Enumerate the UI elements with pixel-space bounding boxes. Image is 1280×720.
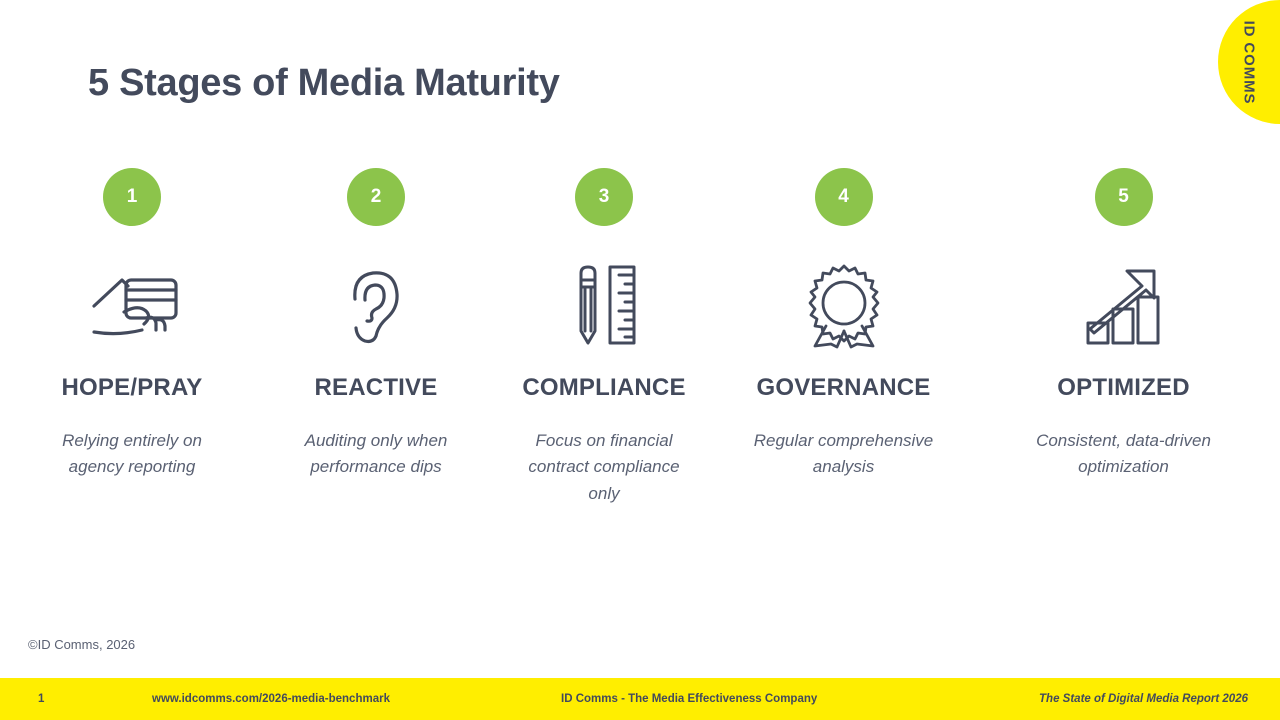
id-comms-logo-badge: ID COMMS bbox=[1218, 0, 1280, 124]
footer-report-title: The State of Digital Media Report 2026 bbox=[1039, 693, 1248, 705]
stage-number-badge-2: 2 bbox=[347, 168, 405, 226]
stage-heading-5: OPTIMIZED bbox=[1057, 374, 1190, 401]
copyright-text: ©ID Comms, 2026 bbox=[28, 637, 136, 652]
stage-column-1: 1 HOPE/PRAY Relying entirely on agency r… bbox=[0, 168, 264, 507]
stage-column-5: 5 OPTIMIZED Consistent, data-driven opti… bbox=[967, 168, 1280, 507]
footer-bar: 1 www.idcomms.com/2026-media-benchmark I… bbox=[0, 678, 1280, 720]
stage-description-2: Auditing only when performance dips bbox=[304, 431, 448, 477]
stage-number-badge-4: 4 bbox=[814, 168, 873, 226]
stage-heading-3: COMPLIANCE bbox=[522, 374, 686, 401]
stage-column-3: 3 COMPLIANCE Focus on financial contr bbox=[488, 168, 720, 507]
logo-text: ID COMMS bbox=[1240, 20, 1258, 104]
stage-column-4: 4 GOVERNANCE Regular comprehensive analy… bbox=[720, 168, 967, 507]
pencil-ruler-icon bbox=[569, 260, 639, 352]
stage-description-5: Consistent, data-driven optimization bbox=[1036, 431, 1211, 477]
page-title: 5 Stages of Media Maturity bbox=[88, 62, 560, 104]
stage-number-4: 4 bbox=[838, 186, 849, 207]
stage-number-badge-1: 1 bbox=[103, 168, 161, 226]
footer-url[interactable]: www.idcomms.com/2026-media-benchmark bbox=[152, 693, 390, 705]
stage-number-3: 3 bbox=[598, 186, 610, 207]
growth-chart-icon bbox=[1084, 260, 1164, 352]
stage-heading-1: HOPE/PRAY bbox=[61, 374, 203, 401]
stage-heading-2: REACTIVE bbox=[314, 374, 438, 401]
ear-icon bbox=[345, 260, 407, 352]
stage-number-badge-3: 3 bbox=[575, 168, 633, 226]
stage-column-2: 2 REACTIVE Auditing only when performanc… bbox=[264, 168, 488, 507]
award-ribbon-icon bbox=[802, 260, 886, 352]
stage-number-2: 2 bbox=[370, 186, 382, 207]
stage-description-1: Relying entirely on agency reporting bbox=[62, 431, 202, 477]
stage-heading-4: GOVERNANCE bbox=[756, 374, 931, 401]
stages-row: 1 HOPE/PRAY Relying entirely on agency r… bbox=[0, 168, 1280, 507]
footer-page-number: 1 bbox=[38, 693, 45, 705]
stage-number-badge-5: 5 bbox=[1094, 168, 1153, 226]
stage-description-4: Regular comprehensive analysis bbox=[753, 431, 934, 477]
hand-credit-card-icon bbox=[84, 260, 180, 352]
stage-number-5: 5 bbox=[1118, 186, 1129, 207]
stage-number-1: 1 bbox=[126, 186, 138, 207]
stage-description-3: Focus on financial contract compliance o… bbox=[528, 431, 680, 503]
footer-company-name: ID Comms - The Media Effectiveness Compa… bbox=[561, 693, 818, 705]
